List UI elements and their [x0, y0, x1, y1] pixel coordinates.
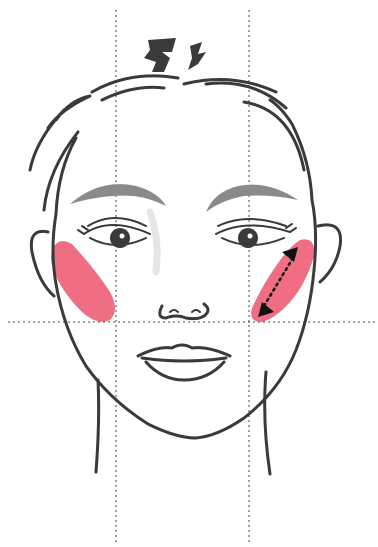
- hair-side-right: [244, 102, 304, 170]
- right-nostril: [192, 310, 200, 312]
- hair-tuft-left: [144, 38, 176, 72]
- upper-lip: [138, 345, 230, 356]
- right-eyebrow: [206, 185, 298, 212]
- right-pupil-highlight: [248, 234, 253, 239]
- left-pupil-highlight: [120, 234, 125, 239]
- lip-line: [142, 358, 226, 361]
- nose-tip: [160, 304, 208, 319]
- left-nostril: [170, 310, 178, 312]
- neck: [96, 372, 270, 474]
- nose-bridge-shadow: [150, 212, 157, 272]
- mouth: [138, 345, 230, 380]
- hair: [30, 38, 304, 210]
- hairline-left-inner: [102, 87, 164, 100]
- neck-left: [96, 380, 99, 472]
- right-iris: [238, 228, 258, 248]
- blush-areas: [51, 239, 314, 322]
- right-ear: [318, 225, 341, 282]
- right-eye: [216, 219, 296, 248]
- hair-tuft-right: [188, 42, 206, 70]
- left-eyebrow: [70, 184, 166, 206]
- nose: [160, 304, 208, 319]
- left-ear: [31, 231, 54, 296]
- eyebrows: [70, 184, 298, 212]
- neck-right: [265, 372, 270, 474]
- left-iris: [110, 228, 130, 248]
- lower-lip: [146, 362, 224, 380]
- left-eye: [78, 218, 150, 248]
- hairline-right: [184, 80, 276, 93]
